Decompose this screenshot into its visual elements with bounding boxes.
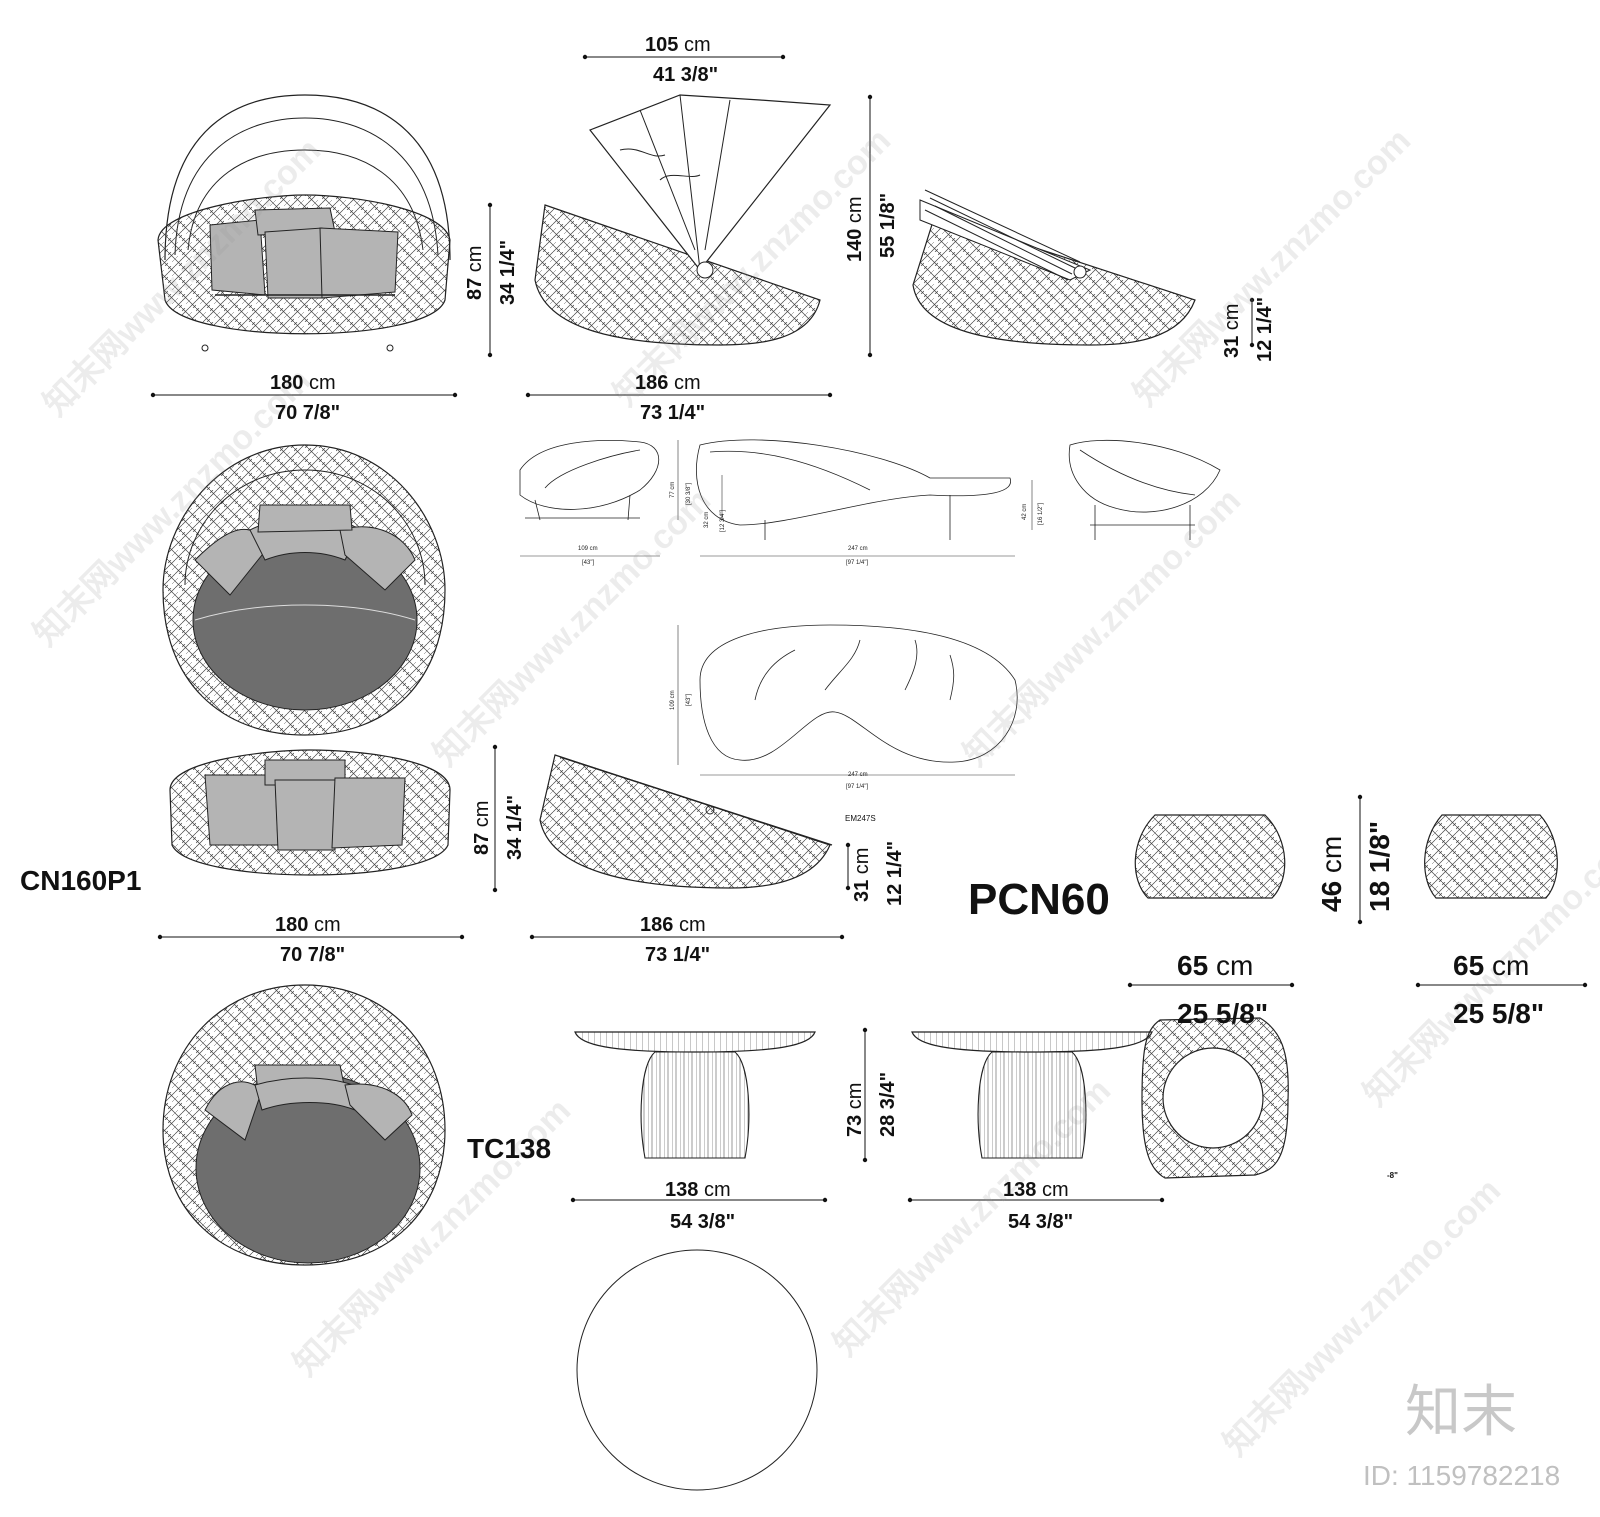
table-side-view-a xyxy=(574,1031,816,1159)
lower-front-width-inch: 70 7/8" xyxy=(280,944,346,966)
daybed-plan-view-lower xyxy=(162,984,446,1266)
stray-mark: -8" xyxy=(1387,1171,1398,1180)
chaise-side-view-b xyxy=(696,439,1012,540)
total-height-inch: 55 1/8" xyxy=(877,192,899,258)
lower-front-height-inch: 34 1/4" xyxy=(504,794,526,860)
chaise-plan-depth-inch: [43"] xyxy=(686,693,692,706)
chaise-depth-inch: [43"] xyxy=(582,560,595,566)
pouf-height-inch: 18 1/8" xyxy=(1364,820,1395,912)
pouf-width-b-inch: 25 5/8" xyxy=(1453,998,1545,1029)
daybed-front-view-lower xyxy=(169,749,451,876)
chaise-plan-length-cm: 247 cm xyxy=(848,772,868,778)
pouf-height-cm: 46 cm xyxy=(1316,835,1347,912)
chaise-seat-cm: 32 cm xyxy=(704,511,710,528)
lower-front-width-cm: 180 cm xyxy=(275,914,341,936)
canopy-width-cm: 105 cm xyxy=(645,34,711,56)
chaise-length-inch: [97 1/4"] xyxy=(846,560,869,566)
chaise-plan-view xyxy=(699,624,1018,763)
chaise-height-inch: [30 3/8"] xyxy=(686,482,692,505)
lower-side-length-cm: 186 cm xyxy=(640,914,706,936)
canopy-width-inch: 41 3/8" xyxy=(653,64,719,86)
seat-height-cm: 31 cm xyxy=(1221,303,1243,358)
daybed-side-view-lower xyxy=(539,754,833,889)
pouf-plan-view xyxy=(1141,1017,1289,1179)
side-length-cm: 186 cm xyxy=(635,372,701,394)
table-width-a-cm: 138 cm xyxy=(665,1179,731,1201)
chaise-arm-inch: [16 1/2"] xyxy=(1038,502,1044,525)
chaise-depth-cm: 109 cm xyxy=(578,546,598,552)
pouf-side-view-b xyxy=(1424,814,1558,899)
code-table: TC138 xyxy=(467,1133,552,1164)
daybed-plan-view xyxy=(162,444,446,736)
chaise-side-view-c xyxy=(1068,439,1221,540)
chaise-ref-code: EM247S xyxy=(845,814,876,823)
chaise-seat-inch: [12 3/4"] xyxy=(720,509,726,532)
front-width-inch: 70 7/8" xyxy=(275,402,341,424)
watermark-logo: 知末 xyxy=(1405,1380,1517,1445)
chaise-side-view-a xyxy=(519,440,660,521)
lower-seat-height-inch: 12 1/4" xyxy=(884,840,906,906)
dimension-lines xyxy=(150,54,1588,1203)
lower-front-height-cm: 87 cm xyxy=(471,800,493,855)
side-length-inch: 73 1/4" xyxy=(640,402,706,424)
table-height-inch: 28 3/4" xyxy=(877,1071,899,1137)
lower-side-length-inch: 73 1/4" xyxy=(645,944,711,966)
image-id-label: ID: 1159782218 xyxy=(1363,1460,1561,1491)
chaise-plan-depth-cm: 109 cm xyxy=(670,690,676,710)
total-height-cm: 140 cm xyxy=(844,196,866,262)
chaise-length-cm: 247 cm xyxy=(848,546,868,552)
table-plan-view xyxy=(576,1249,818,1491)
table-side-view-b xyxy=(911,1031,1153,1159)
pouf-side-view-a xyxy=(1134,814,1286,899)
table-height-cm: 73 cm xyxy=(844,1082,866,1137)
pouf-width-a-cm: 65 cm xyxy=(1177,950,1254,981)
chaise-arm-cm: 42 cm xyxy=(1022,503,1028,520)
table-width-a-inch: 54 3/8" xyxy=(670,1211,736,1233)
table-width-b-inch: 54 3/8" xyxy=(1008,1211,1074,1233)
chaise-height-cm: 77 cm xyxy=(670,481,676,498)
front-width-cm: 180 cm xyxy=(270,372,336,394)
front-height-inch: 34 1/4" xyxy=(497,239,519,305)
daybed-side-canopy-view xyxy=(534,94,832,346)
pouf-width-b-cm: 65 cm xyxy=(1453,950,1530,981)
front-height-cm: 87 cm xyxy=(464,245,486,300)
pouf-width-a-inch: 25 5/8" xyxy=(1177,998,1269,1029)
daybed-side-closed-view xyxy=(912,189,1196,346)
code-pouf: PCN60 xyxy=(968,875,1110,924)
seat-height-inch: 12 1/4" xyxy=(1254,296,1276,362)
lower-seat-height-cm: 31 cm xyxy=(851,847,873,902)
code-daybed: CN160P1 xyxy=(20,865,142,896)
chaise-plan-length-inch: [97 1/4"] xyxy=(846,784,869,790)
daybed-front-view xyxy=(157,94,451,352)
table-width-b-cm: 138 cm xyxy=(1003,1179,1069,1201)
small-dimension-lines xyxy=(520,440,1033,776)
